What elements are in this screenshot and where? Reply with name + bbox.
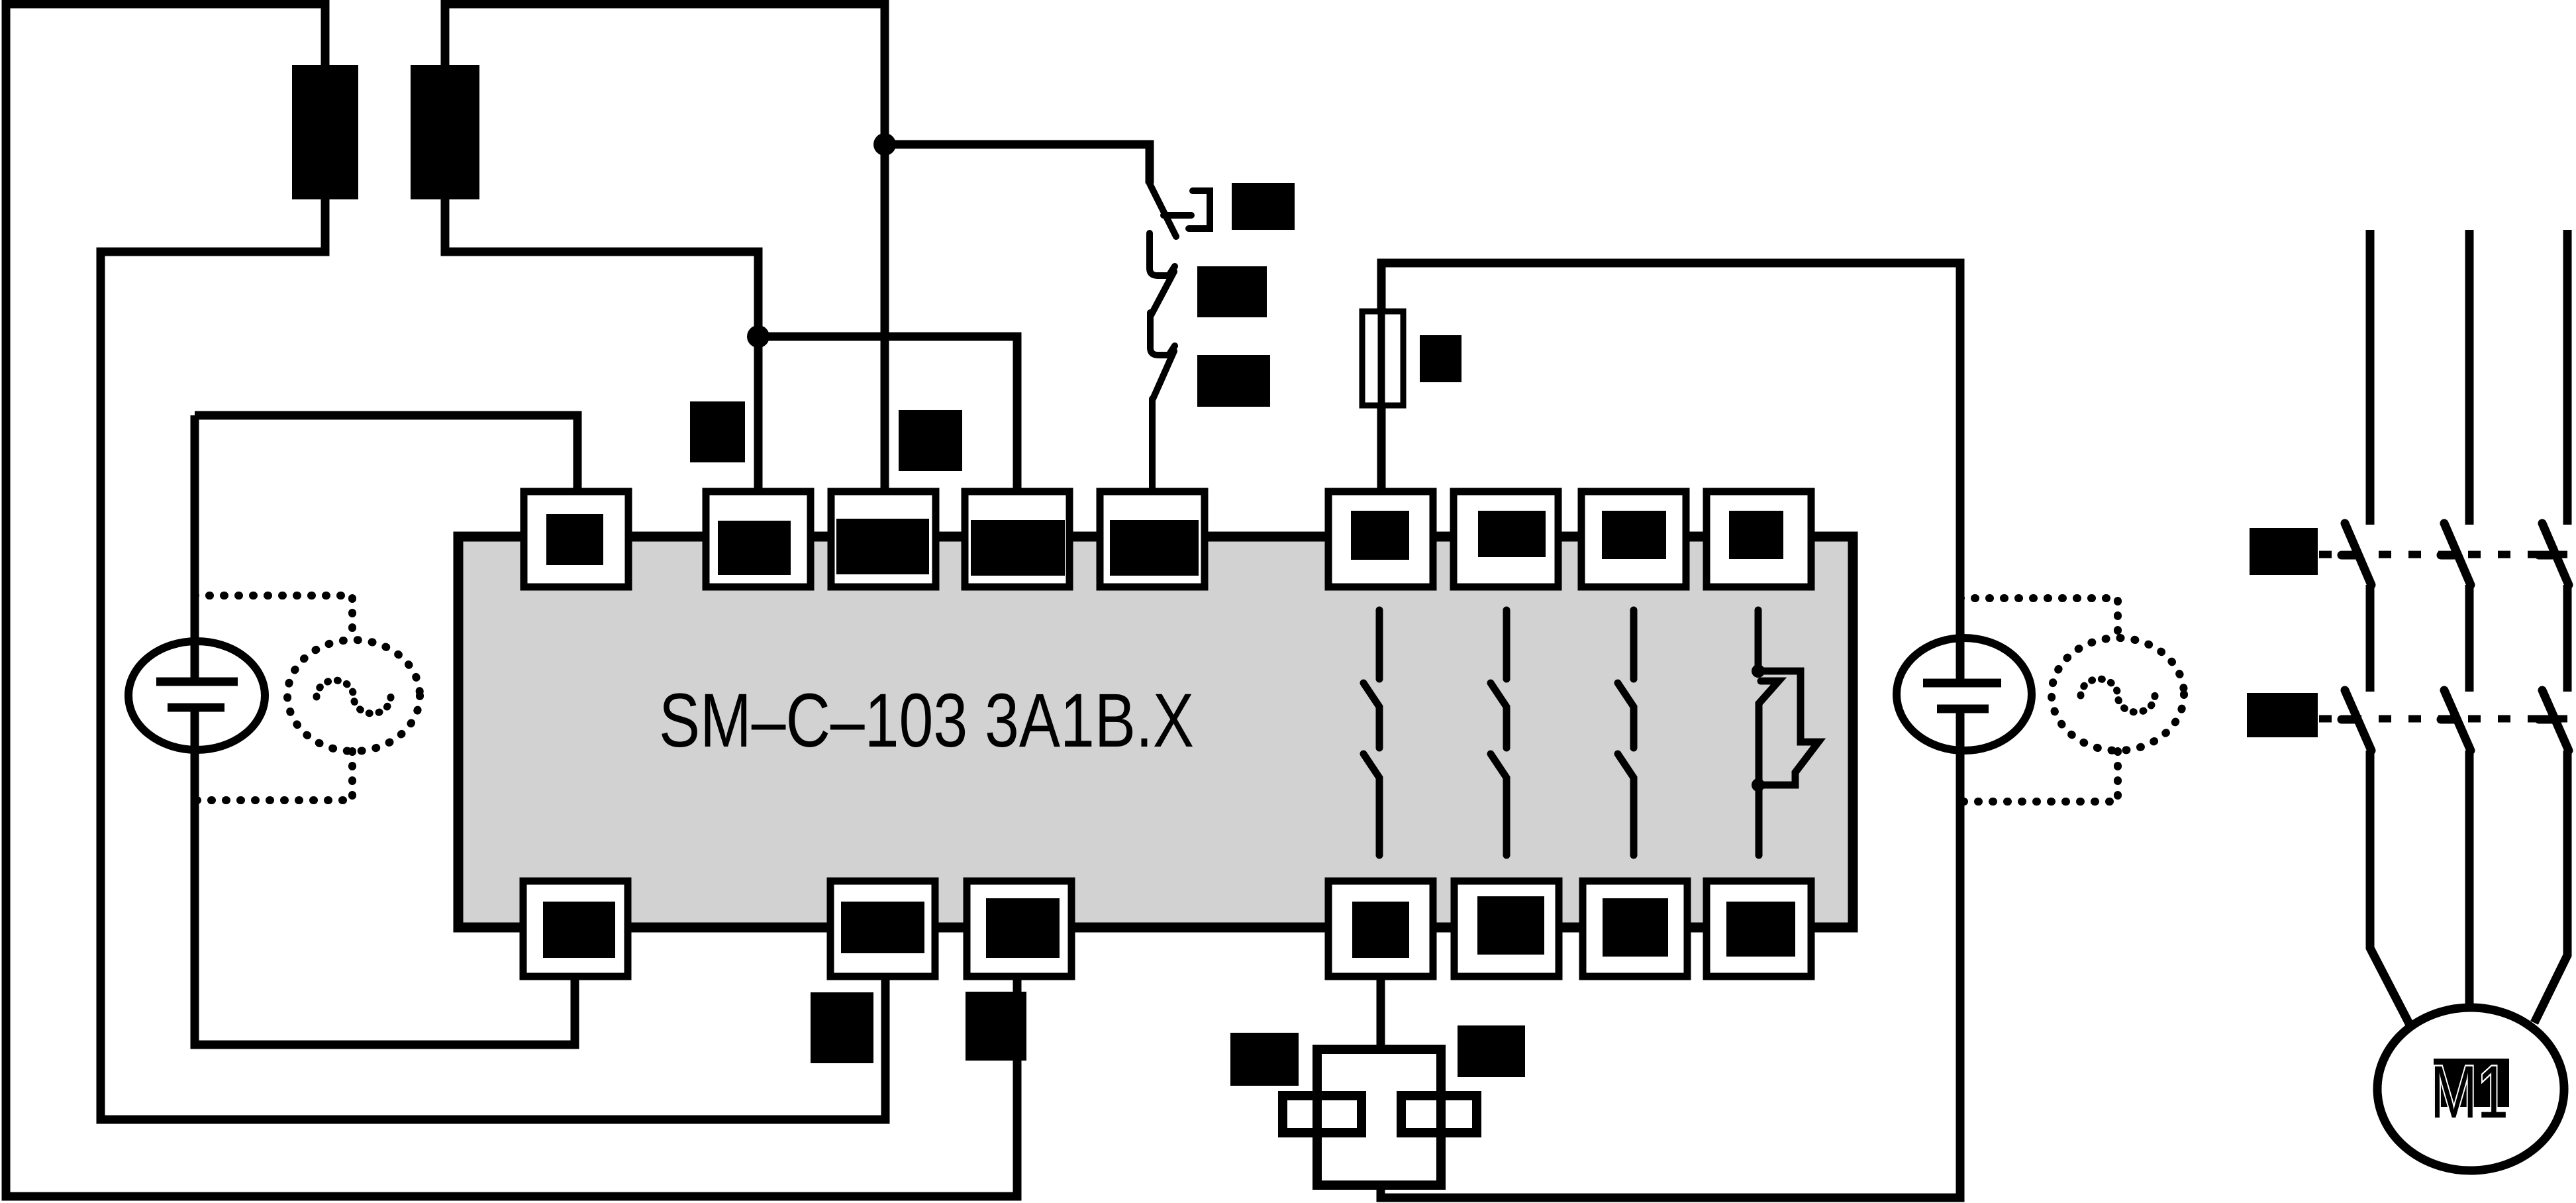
svg-text:M1: M1 [2430, 1051, 2508, 1133]
svg-text:SM–C–103 3A1B.X: SM–C–103 3A1B.X [659, 678, 1194, 763]
